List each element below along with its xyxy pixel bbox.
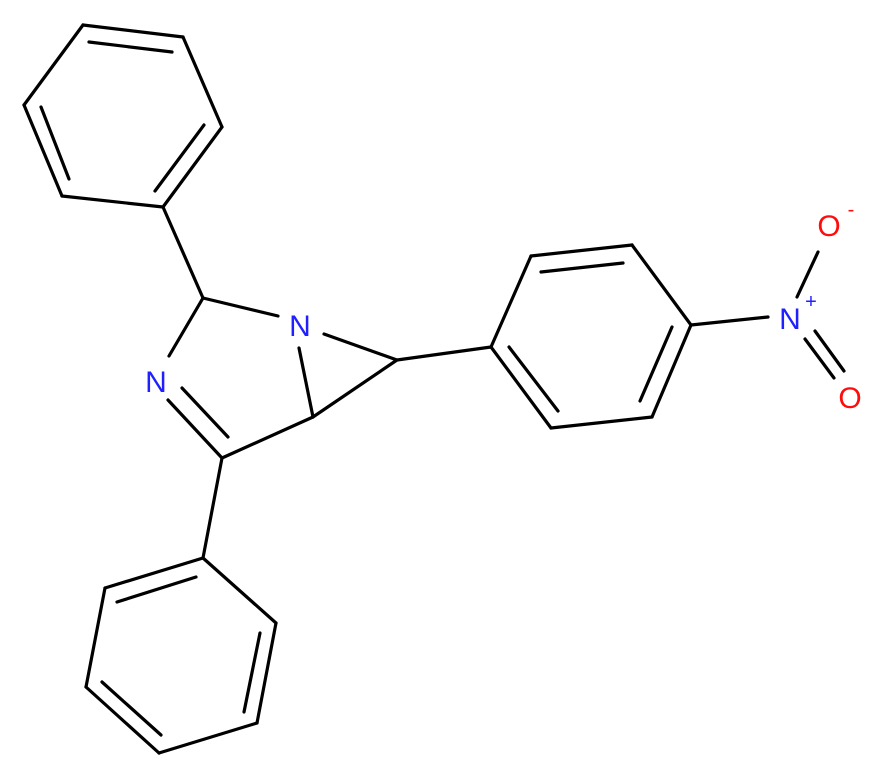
bond <box>795 250 820 299</box>
bond <box>201 296 280 318</box>
imidazoline-ring <box>166 296 315 460</box>
bond <box>87 40 174 54</box>
bond <box>297 346 315 419</box>
bond <box>201 456 224 560</box>
top-phenyl-ring <box>22 23 224 209</box>
bottom-phenyl-ring <box>84 556 278 755</box>
bond <box>157 721 259 755</box>
bond <box>311 358 399 419</box>
bond <box>39 105 71 181</box>
bond <box>181 35 224 129</box>
bond <box>630 243 693 327</box>
bond <box>22 23 85 107</box>
bond <box>529 243 634 258</box>
bond <box>650 323 693 419</box>
bond <box>167 296 205 358</box>
bond <box>489 254 533 349</box>
bond <box>255 621 278 725</box>
bond <box>489 345 553 430</box>
aziridine-nitrogen-label: N <box>289 310 311 343</box>
bond <box>638 325 674 403</box>
bond <box>813 329 846 373</box>
bond <box>803 337 836 380</box>
bond <box>242 631 262 714</box>
bond <box>507 345 560 413</box>
bond <box>100 680 163 737</box>
negative-charge-label: - <box>848 199 855 221</box>
bond <box>22 103 64 198</box>
bond <box>322 332 399 362</box>
nitro-nitrogen-label: N <box>779 303 801 336</box>
top-oxygen-label: O <box>817 210 840 243</box>
bond <box>161 205 205 300</box>
nitro-group-bonds <box>689 250 846 380</box>
positive-charge-label: + <box>805 291 817 313</box>
bond <box>539 261 625 274</box>
bond <box>166 398 224 460</box>
bond <box>161 125 224 209</box>
bond <box>549 415 654 430</box>
bond <box>115 575 198 604</box>
bottom-oxygen-label: O <box>838 382 861 415</box>
aziridine-ring <box>297 332 399 419</box>
bond <box>395 345 493 362</box>
bond <box>153 123 206 193</box>
bond <box>84 685 161 755</box>
bond <box>84 586 107 689</box>
imine-nitrogen-label: N <box>145 366 167 399</box>
bond <box>60 194 165 209</box>
bond <box>103 556 205 590</box>
bond <box>689 315 770 327</box>
nitrophenyl-ring <box>489 243 693 430</box>
bond <box>220 415 315 460</box>
bond <box>201 556 278 625</box>
bond <box>180 386 230 439</box>
bond <box>81 23 185 39</box>
